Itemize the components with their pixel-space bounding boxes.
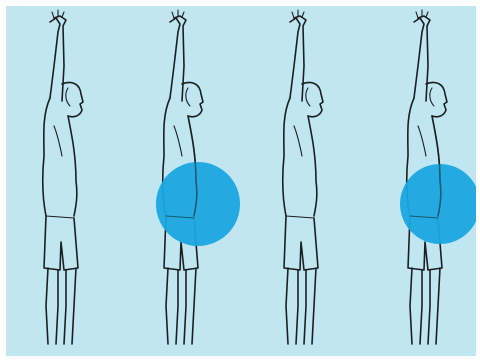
posture-illustration: [6, 6, 476, 356]
illustration-panel: [6, 6, 476, 356]
figure-1: [43, 10, 83, 344]
highlight-circle-2: [400, 164, 476, 244]
highlight-circle-1: [156, 162, 240, 246]
figure-3: [283, 10, 323, 344]
